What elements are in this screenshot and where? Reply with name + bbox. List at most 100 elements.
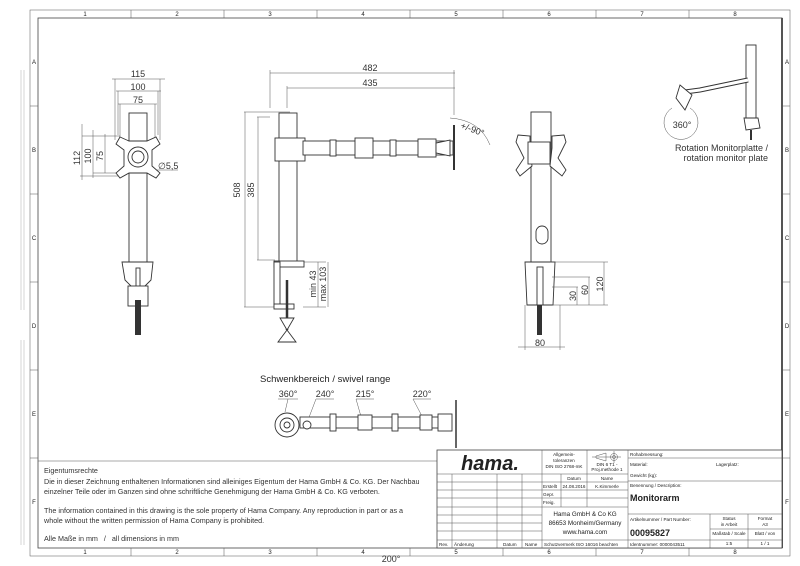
hama-logo: hama. [461,453,519,475]
dim-80: 80 [535,338,545,348]
column-label: 2 [175,12,179,18]
drawing-frame: 1 2 3 4 5 6 7 8 1 2 3 4 5 6 7 8 A B C D … [20,9,791,557]
column-label: 6 [547,550,551,556]
row-label: F [785,500,789,506]
dim-508: 508 [232,182,242,197]
dim-tilt: +/-90° [459,120,486,138]
released-label: Freig. [543,500,555,505]
created-date: 24.08.2016 [563,484,586,489]
protection-note: Schutzvermerk ISO 16016 beachten [544,542,618,547]
row-label: D [785,324,790,330]
column-label: 2 [175,550,179,556]
company-name: Hama GmbH & Co KG [553,511,616,518]
rev-label: Rev. [439,542,448,547]
swivel-angle: 360° [279,389,298,399]
notes-en-line: whole without the written permission of … [43,516,264,525]
row-label: D [32,324,37,330]
top-view: Schwenkbereich / swivel range 360° 240° … [260,374,457,448]
front-view: 115 100 75 112 100 75 ∅5,5 [72,69,178,335]
checked-label: Gepr. [543,492,554,497]
microtext-decoration [20,70,25,545]
column-label: 5 [454,12,458,18]
rotation-arrow-icon [663,107,699,140]
dim-120: 120 [595,276,605,291]
row-label: E [785,412,789,418]
name-label: Name [601,476,614,481]
description-value: Monitorarm [630,493,680,503]
part-number-label: Artikelnummer / Part Number: [630,517,691,522]
sheet-value: 1 / 1 [761,541,770,546]
part-number-value: 00095827 [630,528,670,538]
dim-clamp-max: max 103 [318,267,328,302]
dim-clamp-min: min 43 [308,270,318,297]
column-label: 4 [361,12,365,18]
title-block: hama. Allgemein- toleranzen DIN ISO 2768… [436,449,783,549]
row-label: C [785,236,790,242]
dim-435: 435 [362,78,377,88]
column-label: 3 [268,12,272,18]
bottom-angle: 200° [382,554,401,564]
created-name: K.Kimmerle [595,484,619,489]
column-label: 4 [361,550,365,556]
raw-dimension-label: Rohabmessung: [630,452,663,457]
rear-view: 30 60 120 80 [515,111,608,350]
sheet-label: Blatt / von [755,531,776,536]
ident-number: Identnummer: 0000043511 [630,542,685,547]
format-label: Format [758,516,773,521]
swivel-angle: 215° [356,389,375,399]
rev-name-label: Name [525,542,538,547]
tolerance-text: toleranzen [553,458,575,463]
weight-label: Gewicht (kg): [630,473,657,478]
column-label: 7 [640,550,644,556]
column-label: 3 [268,550,272,556]
notes: Eigentumsrechte Die in dieser Zeichnung … [38,460,437,564]
company-website: www.hama.com [562,529,607,536]
tolerance-text: Allgemein- [553,452,575,457]
projection-text: Proj.methode 1 [591,467,623,472]
column-label: 6 [547,12,551,18]
notes-heading: Eigentumsrechte [44,466,98,475]
dim-75-v: 75 [95,151,105,161]
row-label: A [32,60,36,66]
dim-30: 30 [568,291,578,301]
swivel-range-title: Schwenkbereich / swivel range [260,374,390,385]
dim-115: 115 [131,69,145,79]
rotation-label: 360° [673,120,692,130]
rev-date-label: Datum [503,542,517,547]
storage-label: Lagerplatz: [716,462,739,467]
tolerance-text: DIN ISO 2768-mK [545,464,583,469]
notes-en-line: The information contained in this drawin… [44,506,403,515]
dim-60: 60 [580,285,590,295]
dim-hole: ∅5,5 [158,161,178,171]
change-label: Änderung [454,541,474,547]
description-label: Benennung / Description: [630,483,682,488]
material-label: Material: [630,462,648,467]
dim-385: 385 [246,182,256,197]
column-label: 5 [454,550,458,556]
notes-de-line: einzelner Teile oder im Ganzen sind ohne… [44,487,380,496]
swivel-angle: 240° [316,389,335,399]
iso-caption-de: Rotation Monitorplatte / [675,143,769,153]
created-label: Erstellt [543,484,558,489]
row-label: F [32,500,36,506]
column-label: 1 [83,12,87,18]
scale-label: Maßstab / Scale [712,531,746,536]
row-label: E [32,412,36,418]
column-label: 8 [733,12,737,18]
row-label: B [785,148,789,154]
company-address: 86653 Monheim/Germany [549,520,623,527]
units-note: Alle Maße in mm / all dimensions in mm [44,534,179,543]
projection-text: DIN 6 T1 - [596,462,618,467]
iso-view: 360° Rotation Monitorplatte / rotation m… [663,44,769,163]
notes-de-line: Die in dieser Zeichnung enthaltenen Info… [44,477,420,486]
dim-482: 482 [362,63,377,73]
row-label: B [32,148,36,154]
row-label: A [785,60,789,66]
column-label: 7 [640,12,644,18]
row-label: C [32,236,37,242]
datum-label: Datum [567,476,581,481]
swivel-angle: 220° [413,389,432,399]
scale-value: 1:5 [726,541,733,546]
status-value: in Arbeit [721,522,738,527]
